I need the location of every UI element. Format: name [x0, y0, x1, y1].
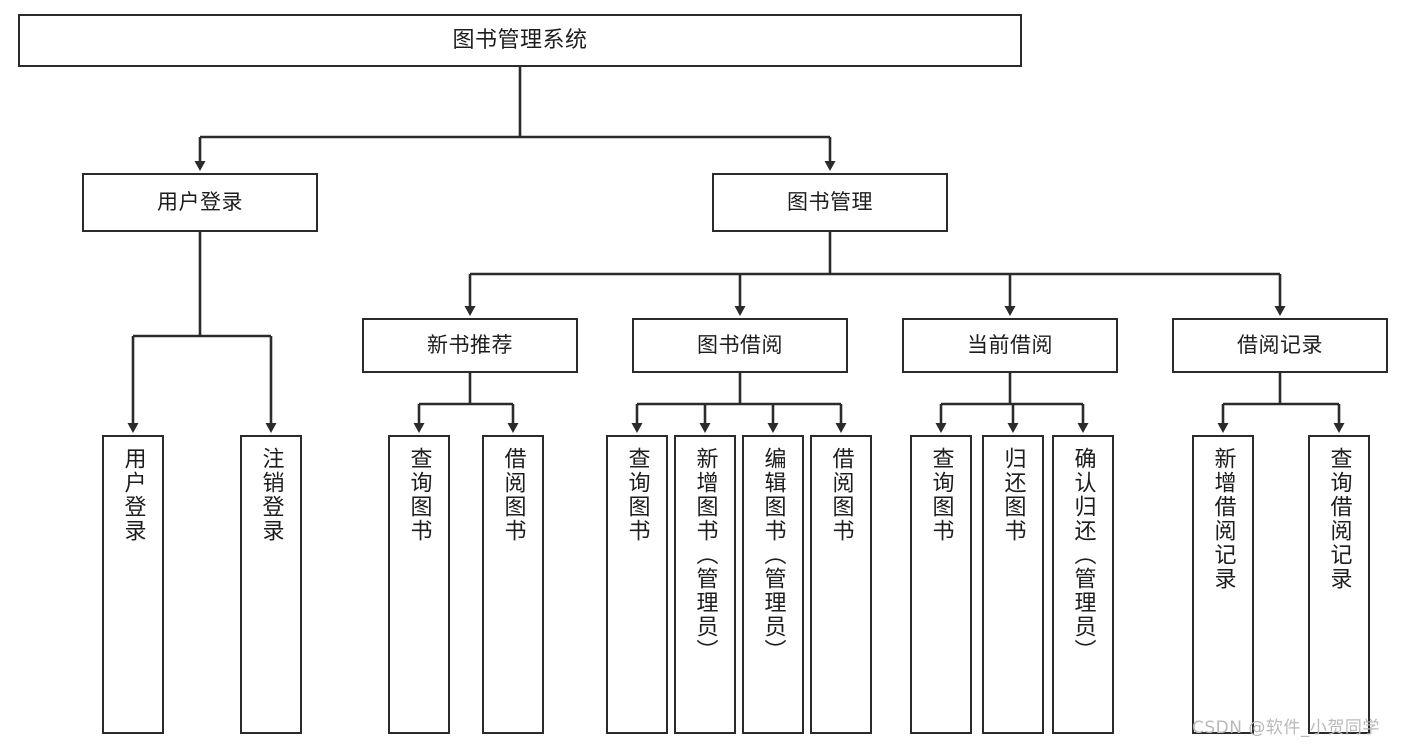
- node-label: 图书借阅: [697, 333, 783, 358]
- leaf-user-login[interactable]: 用户登录: [102, 435, 164, 734]
- node-label: 新增借阅记录: [1210, 447, 1236, 591]
- node-label: 归还图书: [1000, 447, 1026, 543]
- leaf-borrow-book-1[interactable]: 借阅图书: [482, 435, 544, 734]
- node-label: 图书管理: [787, 190, 873, 215]
- node-label: 确认归还（管理员）: [1070, 447, 1096, 663]
- node-label: 注销登录: [258, 447, 284, 543]
- node-label: 借阅图书: [500, 447, 526, 543]
- node-label: 编辑图书（管理员）: [760, 447, 786, 663]
- node-book-management[interactable]: 图书管理: [712, 173, 948, 232]
- node-user-login[interactable]: 用户登录: [82, 173, 318, 232]
- node-label: 查询图书: [928, 447, 954, 543]
- leaf-confirm-return-admin[interactable]: 确认归还（管理员）: [1052, 435, 1114, 734]
- node-new-book-recommend[interactable]: 新书推荐: [362, 318, 578, 373]
- leaf-add-borrow-record[interactable]: 新增借阅记录: [1192, 435, 1254, 734]
- leaf-query-book-1[interactable]: 查询图书: [388, 435, 450, 734]
- node-label: 查询图书: [624, 447, 650, 543]
- node-root[interactable]: 图书管理系统: [18, 14, 1022, 67]
- node-current-borrow[interactable]: 当前借阅: [902, 318, 1118, 373]
- node-label: 查询借阅记录: [1326, 447, 1352, 591]
- leaf-query-borrow-record[interactable]: 查询借阅记录: [1308, 435, 1370, 734]
- leaf-query-book-2[interactable]: 查询图书: [606, 435, 668, 734]
- leaf-logout[interactable]: 注销登录: [240, 435, 302, 734]
- node-label: 当前借阅: [967, 333, 1053, 358]
- node-label: 用户登录: [120, 447, 146, 543]
- leaf-query-book-3[interactable]: 查询图书: [910, 435, 972, 734]
- leaf-edit-book-admin[interactable]: 编辑图书（管理员）: [742, 435, 804, 734]
- node-label: 借阅图书: [828, 447, 854, 543]
- leaf-add-book-admin[interactable]: 新增图书（管理员）: [674, 435, 736, 734]
- node-label: 新增图书（管理员）: [692, 447, 718, 663]
- leaf-borrow-book-2[interactable]: 借阅图书: [810, 435, 872, 734]
- node-label: 借阅记录: [1237, 333, 1323, 358]
- node-label: 图书管理系统: [452, 27, 588, 53]
- node-book-borrow[interactable]: 图书借阅: [632, 318, 848, 373]
- node-label: 查询图书: [406, 447, 432, 543]
- node-label: 用户登录: [157, 190, 243, 215]
- node-borrow-record[interactable]: 借阅记录: [1172, 318, 1388, 373]
- leaf-return-book[interactable]: 归还图书: [982, 435, 1044, 734]
- node-label: 新书推荐: [427, 333, 513, 358]
